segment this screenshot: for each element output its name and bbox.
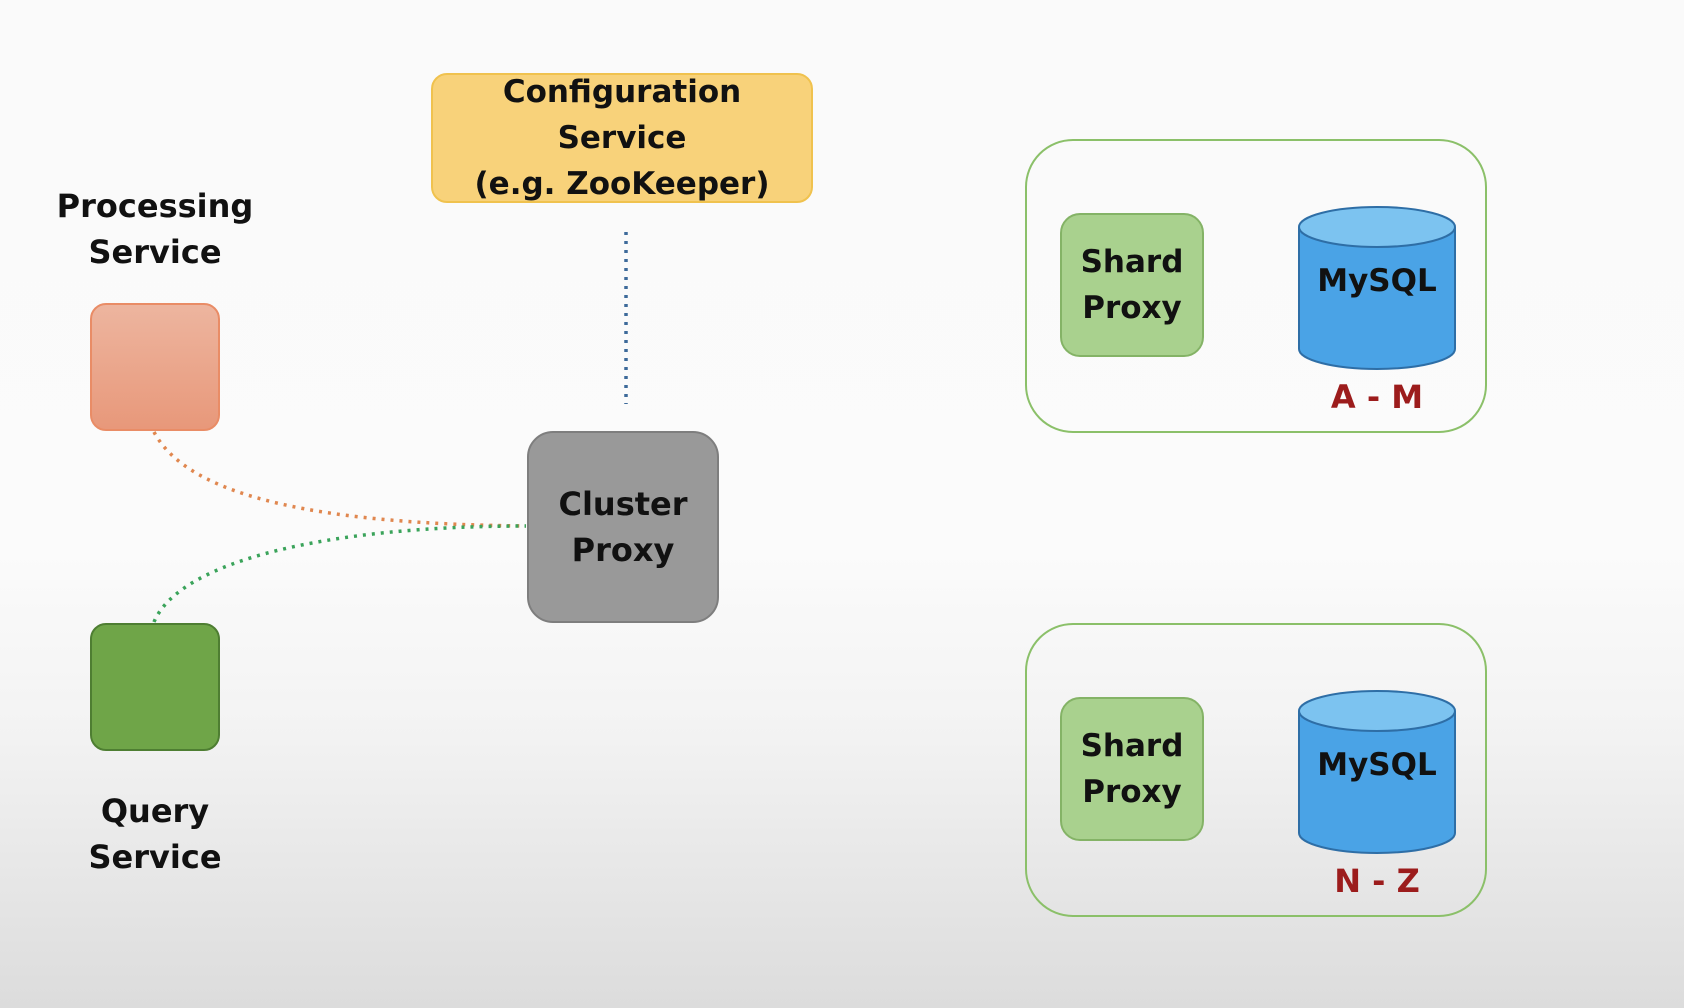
mysql-label: MySQL <box>1317 747 1437 783</box>
shard-group-n-z: Shard Proxy MySQL N - Z <box>1025 623 1487 917</box>
shard-group-a-m: Shard Proxy MySQL A - M <box>1025 139 1487 433</box>
query-service-label: Query Service <box>88 792 222 876</box>
processing-to-cluster-line <box>152 431 527 528</box>
mysql-label: MySQL <box>1317 263 1437 299</box>
query-to-cluster-line <box>152 524 527 623</box>
database-cylinder-icon <box>1298 206 1456 370</box>
processing-service-label: Processing Service <box>56 187 254 271</box>
shard-range-label: A - M <box>1330 378 1424 416</box>
query-service-box <box>90 623 220 751</box>
cluster-proxy-label: Cluster Proxy <box>558 485 688 569</box>
shard-proxy-box: Shard Proxy <box>1060 697 1204 841</box>
shard-range-label: N - Z <box>1334 862 1420 900</box>
mysql-database: MySQL <box>1297 205 1457 371</box>
configuration-service-box: Configuration Service (e.g. ZooKeeper) <box>431 73 813 203</box>
cluster-proxy-box: Cluster Proxy <box>527 431 719 623</box>
database-cylinder-icon <box>1298 690 1456 854</box>
processing-service-box <box>90 303 220 431</box>
mysql-database: MySQL <box>1297 689 1457 855</box>
shard-proxy-box: Shard Proxy <box>1060 213 1204 357</box>
shard-proxy-label: Shard Proxy <box>1080 244 1184 326</box>
shard-proxy-label: Shard Proxy <box>1080 728 1184 810</box>
configuration-service-label: Configuration Service (e.g. ZooKeeper) <box>474 74 770 202</box>
